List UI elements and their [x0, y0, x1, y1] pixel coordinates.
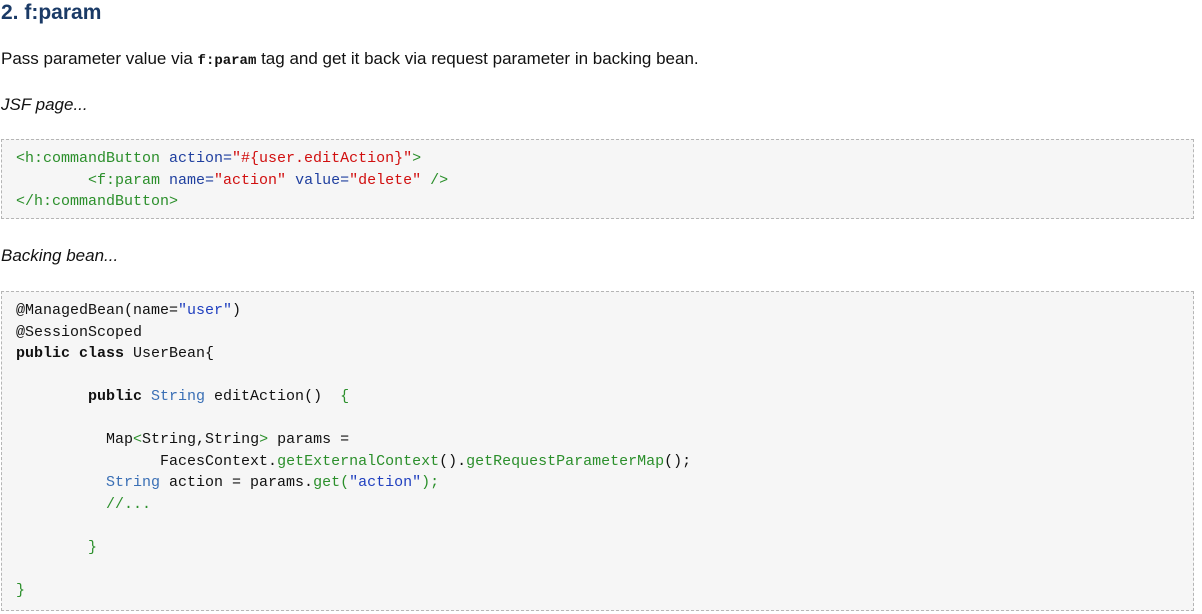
code-token: FacesContext.	[160, 452, 278, 470]
code-token: name=	[160, 171, 215, 189]
code-token: Map	[106, 431, 134, 448]
code-token: getRequestParameterMap	[466, 452, 665, 470]
intro-paragraph: Pass parameter value via f:param tag and…	[1, 47, 699, 73]
code-token: "action"	[349, 474, 422, 491]
code-line: }	[16, 537, 1193, 559]
code-token: String	[106, 474, 161, 491]
code-token: get	[313, 474, 341, 491]
code-token: UserBean{	[124, 345, 215, 362]
code-token: editAction()	[205, 388, 323, 405]
code-token: String,String	[142, 431, 260, 448]
code-token: </h:commandButton>	[16, 193, 179, 210]
code-line: FacesContext.getExternalContext().getReq…	[16, 451, 1193, 473]
code-token: }	[88, 538, 98, 556]
code-indent	[16, 172, 88, 189]
code-line-blank	[16, 558, 1193, 580]
code-token: public	[88, 388, 143, 405]
code-token: {	[322, 388, 350, 405]
code-indent	[16, 539, 88, 556]
intro-text-before: Pass parameter value via	[1, 49, 198, 68]
section-heading: 2. f:param	[1, 1, 102, 24]
code-token: "action"	[214, 171, 287, 189]
code-indent	[16, 388, 88, 405]
code-token: "user"	[178, 302, 233, 319]
code-token: @SessionScoped	[16, 323, 143, 341]
code-token: "#{user.editAction}"	[232, 150, 413, 167]
code-line: <f:param name="action" value="delete" />	[16, 170, 1193, 192]
caption-backing-bean: Backing bean...	[1, 246, 119, 265]
code-token: public class	[16, 345, 125, 362]
code-token: )	[232, 302, 242, 319]
code-line: String action = params.get("action");	[16, 472, 1193, 494]
code-token: action = params.	[160, 474, 314, 491]
code-token: action=	[160, 150, 233, 167]
code-token: (	[340, 474, 350, 491]
caption-jsf-page: JSF page...	[1, 95, 88, 114]
code-line: }	[16, 580, 1193, 602]
code-indent	[16, 496, 106, 513]
code-line: Map<String,String> params =	[16, 429, 1193, 451]
code-token: value=	[286, 171, 350, 189]
code-token: <	[133, 431, 143, 448]
code-line: </h:commandButton>	[16, 191, 1193, 213]
code-token: ().	[439, 452, 467, 470]
intro-text-after: tag and get it back via request paramete…	[256, 49, 699, 68]
code-indent	[16, 474, 106, 491]
code-token: <f:param	[88, 171, 161, 189]
code-token: ();	[664, 452, 692, 470]
code-token: );	[421, 474, 440, 491]
code-token: >	[412, 150, 422, 167]
code-indent	[16, 431, 106, 448]
code-comment: //...	[106, 495, 152, 513]
code-line: @SessionScoped	[16, 322, 1193, 344]
code-line-blank	[16, 408, 1193, 430]
code-token: getExternalContext	[277, 452, 440, 470]
code-token: >	[259, 431, 269, 448]
code-line: //...	[16, 494, 1193, 516]
code-line: @ManagedBean(name="user")	[16, 300, 1193, 322]
code-token: @ManagedBean(name=	[16, 302, 179, 319]
code-token: String	[142, 388, 206, 405]
code-token: <h:commandButton	[16, 150, 161, 167]
code-line-blank	[16, 515, 1193, 537]
code-line: public String editAction() {	[16, 386, 1193, 408]
code-indent	[16, 453, 160, 470]
code-line: public class UserBean{	[16, 343, 1193, 365]
code-token: params =	[268, 431, 350, 448]
code-token: "delete"	[349, 171, 422, 189]
inline-code-fparam: f:param	[197, 53, 257, 69]
code-block-jsf: <h:commandButton action="#{user.editActi…	[1, 139, 1194, 219]
code-token: />	[421, 171, 449, 189]
code-token: }	[16, 581, 26, 599]
code-line-blank	[16, 365, 1193, 387]
code-line: <h:commandButton action="#{user.editActi…	[16, 148, 1193, 170]
